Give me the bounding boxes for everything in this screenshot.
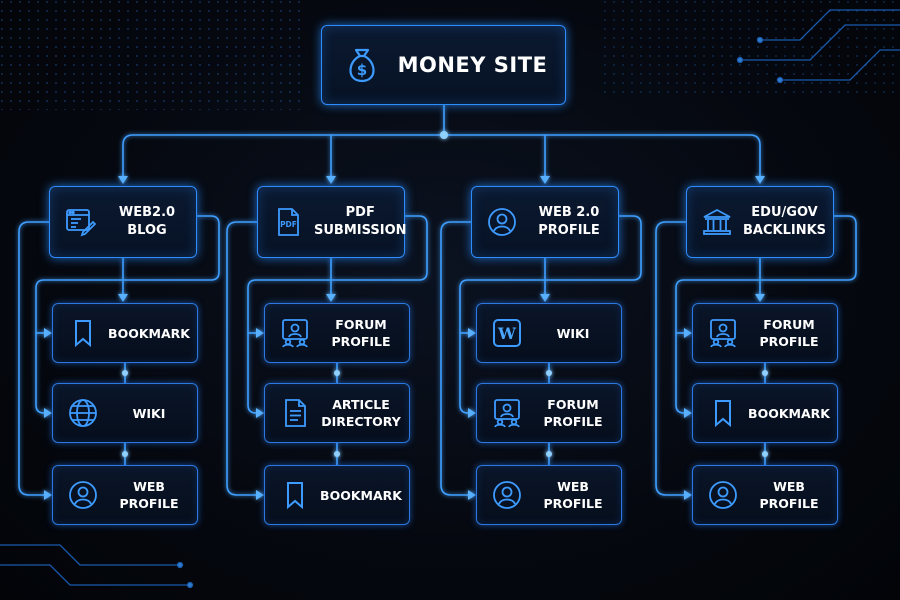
link-label: WIKI [132, 405, 166, 421]
user-circle-icon [67, 479, 99, 511]
branch-bar-line [122, 134, 761, 178]
link-node[interactable]: BOOKMARK [264, 465, 410, 525]
link-node[interactable]: BOOKMARK [52, 303, 198, 363]
link-label: WIKI [556, 325, 590, 341]
child-arrow [326, 294, 336, 302]
branch-arrow [540, 176, 550, 184]
link-label: BOOKMARK [320, 487, 402, 503]
branch-arrow [118, 176, 128, 184]
left-loop-line [440, 221, 471, 496]
dollar-glyph: $ [356, 61, 366, 79]
wiki-w-glyph: W [493, 319, 521, 347]
right-loop-line [459, 215, 642, 414]
chain-node [546, 451, 552, 457]
right-loop-line [247, 215, 428, 414]
link-label: BOOKMARK [748, 405, 830, 421]
child-arrow [684, 408, 692, 418]
blog-editor-icon [64, 206, 96, 238]
user-circle-icon [707, 479, 739, 511]
link-node[interactable]: WIKI [52, 383, 198, 443]
left-loop-line [18, 221, 49, 496]
circuit-decoration [0, 9, 900, 589]
bookmark-icon [67, 317, 99, 349]
child-arrow [44, 490, 52, 500]
user-circle-icon [491, 479, 523, 511]
money-site-node[interactable]: $ MONEY SITE [321, 25, 566, 105]
right-loop-line [675, 215, 857, 414]
branch-arrow [326, 176, 336, 184]
globe-icon [67, 397, 99, 429]
child-arrow [468, 490, 476, 500]
child-arrow [44, 328, 52, 338]
institution-icon [701, 206, 733, 238]
right-loop-line [35, 215, 220, 414]
child-arrow [256, 408, 264, 418]
bookmark-icon [279, 479, 311, 511]
left-loop-line [226, 221, 257, 496]
child-arrow [755, 294, 765, 302]
link-node[interactable]: W WIKI [476, 303, 622, 363]
link-node[interactable]: WEB PROFILE [692, 465, 838, 525]
child-arrow [684, 490, 692, 500]
wiki-w-icon: W [491, 317, 523, 349]
link-label: BOOKMARK [108, 325, 190, 341]
dot-grid-decoration [600, 0, 900, 95]
svg-text:PDF: PDF [280, 220, 297, 229]
chain-node [334, 451, 340, 457]
bookmark-icon [707, 397, 739, 429]
junction-node [440, 131, 448, 139]
child-arrow [684, 328, 692, 338]
child-arrow [118, 294, 128, 302]
chain-node [762, 451, 768, 457]
chain-node [762, 370, 768, 376]
chain-node [122, 370, 128, 376]
pdf-file-icon: PDF [272, 206, 304, 238]
chain-node [122, 451, 128, 457]
forum-profile-icon [279, 317, 311, 349]
document-icon [279, 397, 311, 429]
money-bag-icon: $ [340, 43, 384, 87]
left-loop-line [655, 221, 686, 496]
link-node[interactable]: WEB PROFILE [52, 465, 198, 525]
child-arrow [468, 328, 476, 338]
child-arrow [468, 408, 476, 418]
chain-node [334, 370, 340, 376]
forum-profile-icon [707, 317, 739, 349]
link-node[interactable]: WEB PROFILE [476, 465, 622, 525]
branch-arrow [755, 176, 765, 184]
chain-node [546, 370, 552, 376]
dot-grid-decoration [0, 0, 300, 110]
child-arrow [256, 490, 264, 500]
link-label: WEB PROFILE [543, 479, 603, 511]
child-arrow [44, 408, 52, 418]
link-label: WEB PROFILE [119, 479, 179, 511]
user-circle-icon [486, 206, 518, 238]
link-label: WEB PROFILE [759, 479, 819, 511]
link-node[interactable]: BOOKMARK [692, 383, 838, 443]
root-label: MONEY SITE [397, 53, 548, 77]
child-arrow [540, 294, 550, 302]
forum-profile-icon [491, 397, 523, 429]
child-arrow [256, 328, 264, 338]
